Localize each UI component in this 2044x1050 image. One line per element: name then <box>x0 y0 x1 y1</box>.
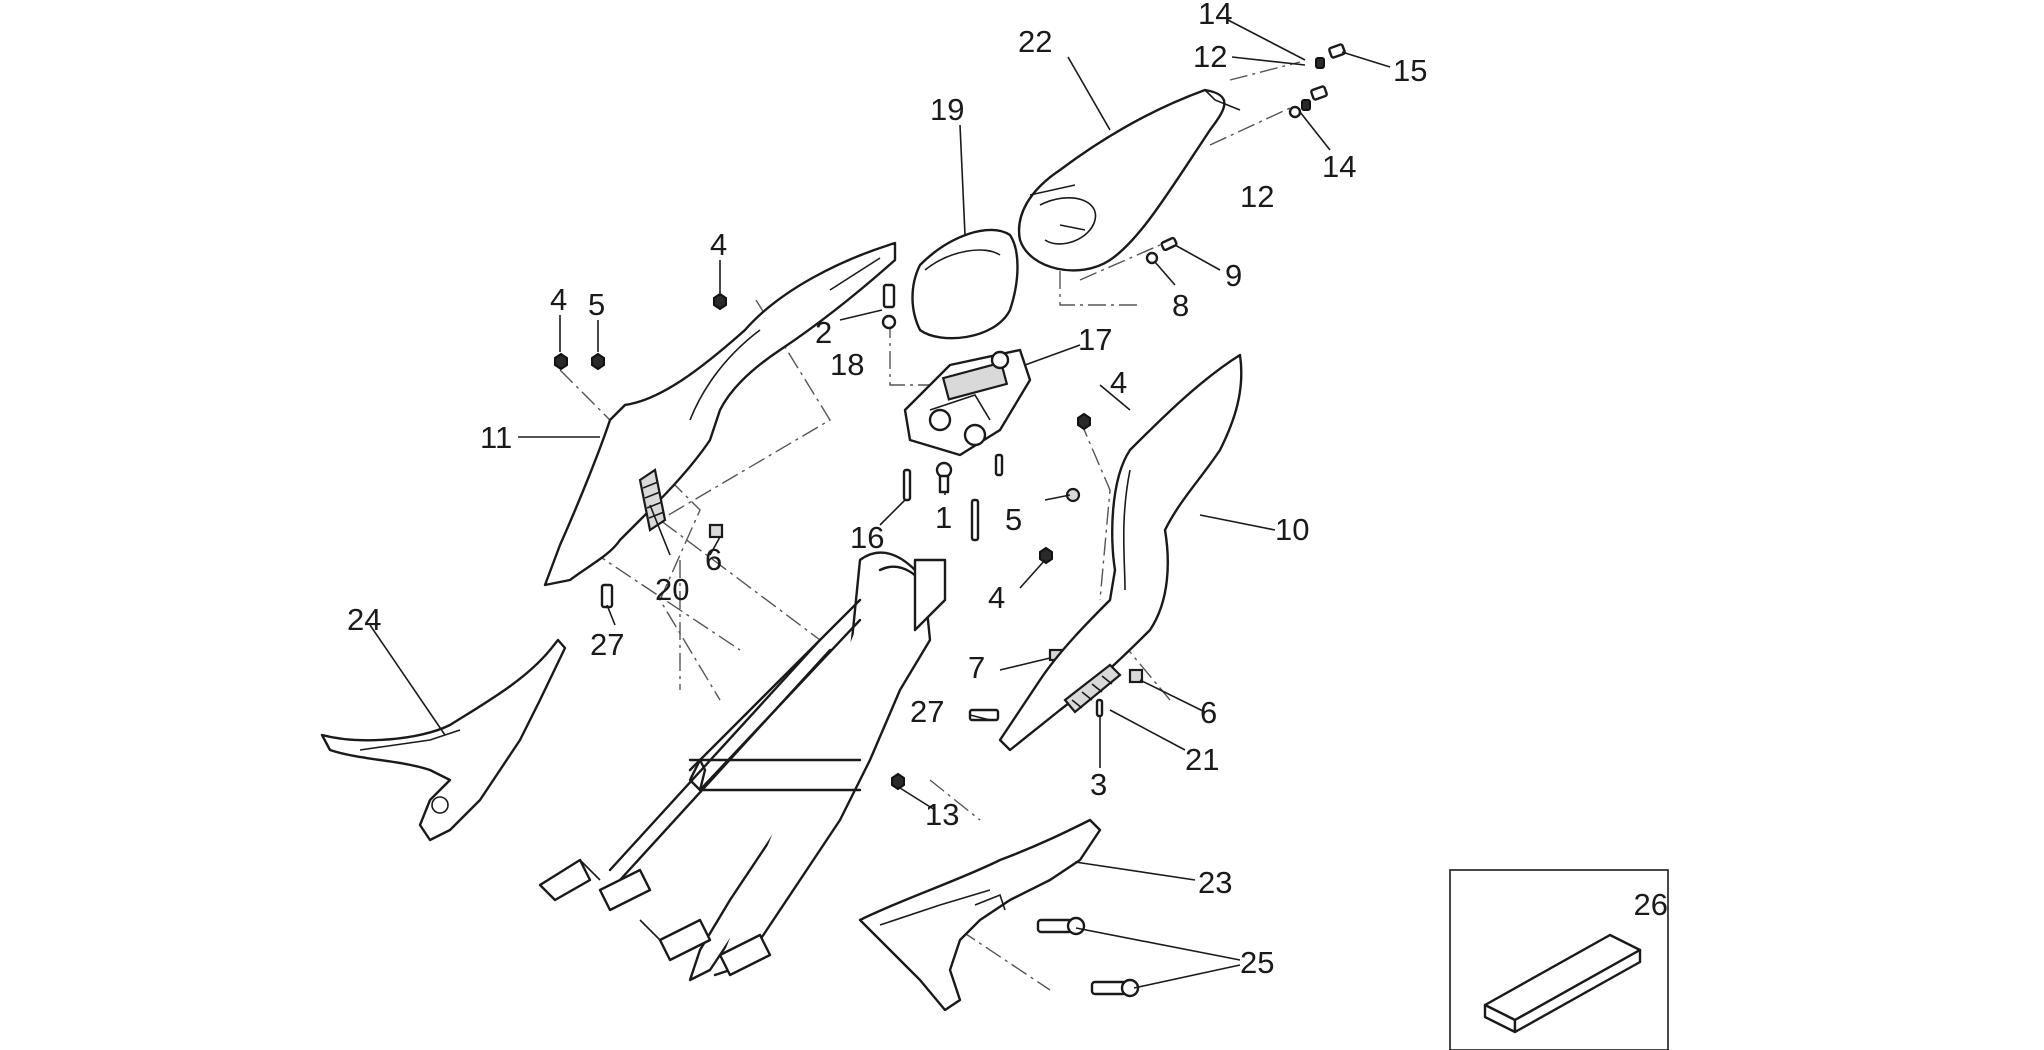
callout-20: 20 <box>655 572 689 607</box>
callout-22: 22 <box>1018 24 1052 59</box>
left-side-panel-part-11[interactable] <box>543 241 897 587</box>
callout-10: 10 <box>1275 512 1309 547</box>
rear-seat-part-19[interactable] <box>911 228 1019 340</box>
callout-6: 6 <box>705 542 722 577</box>
callout-15: 15 <box>1393 53 1427 88</box>
callout-4: 4 <box>1110 365 1127 400</box>
callout-27: 27 <box>910 694 944 729</box>
seat-lock-bracket-part-17[interactable] <box>903 348 1032 457</box>
callout-4: 4 <box>988 580 1005 615</box>
callout-labels: 1 2 3 4 4 4 4 5 5 6 6 7 8 9 10 11 12 12 … <box>347 0 1668 980</box>
callout-25: 25 <box>1240 945 1274 980</box>
left-footrest-part-20[interactable] <box>638 468 667 532</box>
assembly-lines <box>559 61 1301 991</box>
callout-9: 9 <box>1225 258 1242 293</box>
callout-5: 5 <box>588 287 605 322</box>
callout-16: 16 <box>850 520 884 555</box>
callout-3: 3 <box>1090 767 1107 802</box>
callout-11: 11 <box>480 420 512 455</box>
callout-6: 6 <box>1200 695 1217 730</box>
callout-26: 26 <box>1634 887 1668 922</box>
callout-4: 4 <box>710 227 727 262</box>
callout-27: 27 <box>590 627 624 662</box>
callout-12: 12 <box>1240 179 1274 214</box>
tail-cowl-part-22[interactable] <box>1017 88 1241 272</box>
callout-19: 19 <box>930 92 964 127</box>
left-lower-fairing-part-24[interactable] <box>320 638 567 842</box>
fasteners <box>554 43 1346 998</box>
callout-12: 12 <box>1193 39 1227 74</box>
callout-1: 1 <box>935 500 952 535</box>
leader-lines <box>369 19 1391 989</box>
right-lower-fairing-part-23[interactable] <box>858 818 1102 1012</box>
callout-24: 24 <box>347 602 381 637</box>
callout-7: 7 <box>968 650 985 685</box>
rear-subframe[interactable] <box>538 551 947 982</box>
kit-box-part-26[interactable] <box>1449 869 1669 1050</box>
callout-23: 23 <box>1198 865 1232 900</box>
callout-21: 21 <box>1185 742 1219 777</box>
callout-5: 5 <box>1005 502 1022 537</box>
callout-14: 14 <box>1198 0 1232 31</box>
callout-2: 2 <box>815 315 832 350</box>
right-side-panel-part-10[interactable] <box>998 353 1243 752</box>
callout-17: 17 <box>1078 322 1112 357</box>
callout-18: 18 <box>830 347 864 382</box>
callout-14: 14 <box>1322 149 1356 184</box>
callout-13: 13 <box>925 797 959 832</box>
right-footrest-part-21[interactable] <box>1063 663 1122 714</box>
callout-4: 4 <box>550 282 567 317</box>
callout-8: 8 <box>1172 288 1189 323</box>
